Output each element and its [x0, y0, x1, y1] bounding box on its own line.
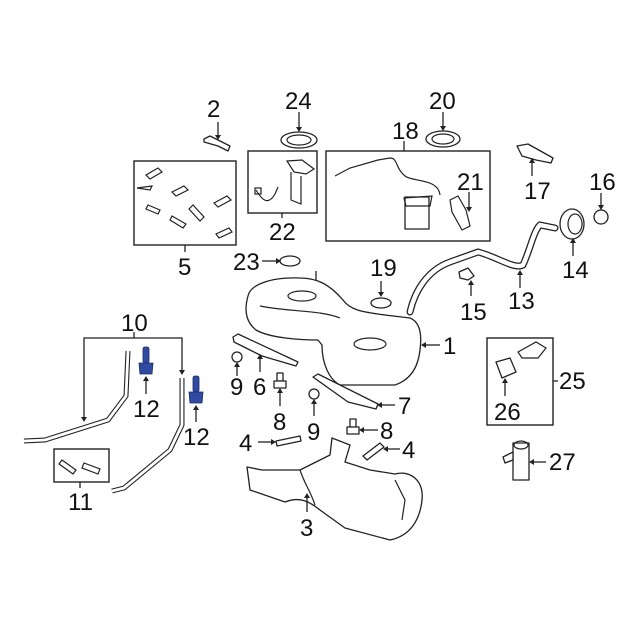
part-8-bolt-2[interactable] — [346, 418, 360, 435]
label-15[interactable]: 15 — [460, 299, 487, 326]
arrow-8a — [277, 388, 283, 393]
part-3-heat-shield[interactable] — [246, 437, 423, 541]
label-10[interactable]: 10 — [121, 310, 148, 337]
label-20[interactable]: 20 — [429, 88, 456, 115]
label-9a[interactable]: 9 — [230, 374, 243, 401]
part-4-pad-2[interactable] — [362, 442, 385, 461]
part-7-bracket[interactable] — [312, 373, 379, 410]
arrow-1 — [421, 342, 426, 348]
arrow-3 — [304, 493, 310, 498]
label-26[interactable]: 26 — [494, 399, 521, 426]
part-11-strap-insulators[interactable] — [53, 448, 110, 483]
arrow-10b — [179, 370, 185, 375]
label-4a[interactable]: 4 — [239, 430, 252, 457]
label-18[interactable]: 18 — [392, 118, 419, 145]
part-9-grommet-2[interactable] — [308, 388, 320, 400]
part-14-filler-housing[interactable] — [559, 208, 585, 240]
label-8b[interactable]: 8 — [380, 418, 393, 445]
part-19-seal[interactable] — [370, 297, 392, 309]
label-21[interactable]: 21 — [457, 169, 484, 196]
arrow-7 — [377, 402, 382, 408]
part-16-cap[interactable] — [593, 209, 609, 225]
part-5-insulator-kit[interactable] — [133, 160, 237, 246]
label-4b[interactable]: 4 — [402, 437, 415, 464]
part-17-vent-valve[interactable] — [516, 143, 554, 164]
arrow-9a — [234, 362, 240, 367]
arrow-19 — [378, 292, 384, 297]
label-11[interactable]: 11 — [68, 489, 93, 516]
label-14[interactable]: 14 — [562, 257, 589, 284]
arrow-21 — [466, 207, 472, 212]
part-15-clip[interactable] — [458, 267, 475, 281]
part-6-bracket[interactable] — [232, 333, 299, 367]
label-5[interactable]: 5 — [178, 254, 191, 281]
arrow-20 — [440, 126, 446, 131]
arrow-26 — [502, 378, 508, 383]
part-18-fuel-pump-assembly[interactable] — [325, 150, 491, 242]
part-10-tank-straps[interactable] — [23, 350, 185, 494]
label-23[interactable]: 23 — [233, 249, 260, 276]
part-27-valve[interactable] — [502, 440, 530, 481]
arrow-17 — [529, 158, 535, 163]
label-3[interactable]: 3 — [300, 515, 313, 542]
part-9-grommet[interactable] — [231, 351, 243, 363]
part-22-sender-unit[interactable] — [247, 150, 318, 214]
arrow-27 — [529, 459, 534, 465]
part-25-module-kit[interactable] — [486, 337, 554, 426]
label-16[interactable]: 16 — [589, 169, 616, 196]
arrow-14 — [570, 238, 576, 243]
arrow-12a — [143, 376, 149, 381]
leader-10 — [83, 337, 183, 420]
label-19[interactable]: 19 — [370, 255, 397, 282]
part-24-lock-ring[interactable] — [280, 131, 318, 149]
arrow-16 — [598, 205, 604, 210]
label-12a[interactable]: 12 — [133, 396, 160, 423]
arrow-9b — [311, 399, 317, 404]
arrow-13 — [517, 270, 523, 275]
label-6[interactable]: 6 — [253, 374, 266, 401]
label-8a[interactable]: 8 — [273, 409, 286, 436]
arrow-4a — [271, 439, 276, 445]
label-7[interactable]: 7 — [398, 393, 411, 420]
label-27[interactable]: 27 — [549, 449, 576, 476]
arrow-4b — [383, 446, 388, 452]
part-13-filler-pipe[interactable] — [406, 221, 559, 316]
part-12-bolt[interactable] — [138, 346, 154, 375]
arrow-2 — [215, 135, 221, 140]
label-22[interactable]: 22 — [269, 219, 296, 246]
arrow-10a — [81, 417, 87, 422]
part-12-bolt-2[interactable] — [188, 375, 204, 404]
part-20-lock-ring[interactable] — [425, 130, 461, 148]
part-8-bolt[interactable] — [273, 372, 287, 389]
arrow-15 — [468, 280, 474, 285]
label-12b[interactable]: 12 — [183, 424, 210, 451]
arrow-6 — [257, 354, 263, 359]
part-2-bracket[interactable] — [203, 135, 231, 152]
label-9b[interactable]: 9 — [307, 419, 320, 446]
part-23-seal[interactable] — [279, 255, 301, 267]
label-24[interactable]: 24 — [285, 88, 312, 115]
arrow-23 — [276, 258, 281, 264]
part-4-pad[interactable] — [275, 435, 302, 447]
label-13[interactable]: 13 — [508, 288, 535, 315]
arrow-24 — [296, 127, 302, 132]
label-1[interactable]: 1 — [443, 333, 456, 360]
part-1-fuel-tank[interactable] — [245, 271, 422, 386]
arrow-12b — [193, 405, 199, 410]
label-17[interactable]: 17 — [524, 178, 551, 205]
label-25[interactable]: 25 — [559, 368, 586, 395]
label-2[interactable]: 2 — [207, 96, 220, 123]
arrow-8b — [359, 427, 364, 433]
